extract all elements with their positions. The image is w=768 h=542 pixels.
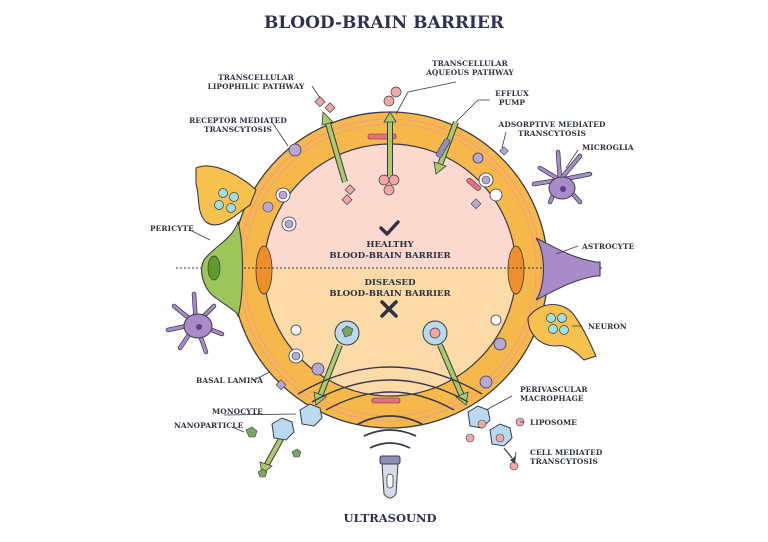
pump-protein xyxy=(435,138,451,158)
label-pericyte: PERICYTE xyxy=(150,224,194,233)
lipophilic-particle-1 xyxy=(314,96,326,108)
aqueous-pathway xyxy=(378,86,402,196)
label-cell-mediated-1: CELL MEDIATED xyxy=(530,448,603,457)
label-efflux-1: EFFLUX xyxy=(495,89,529,98)
ultrasound-waves xyxy=(297,366,483,449)
check-icon xyxy=(379,220,400,236)
aqueous-particle-3 xyxy=(378,174,390,186)
label-monocyte: MONOCYTE xyxy=(212,407,263,416)
monocytes-outside-left xyxy=(245,403,323,478)
aqueous-particle-4 xyxy=(388,174,400,186)
microglia xyxy=(531,149,593,205)
label-receptor-1: RECEPTOR MEDIATED xyxy=(189,116,287,125)
lipophilic-particle-4 xyxy=(341,194,353,206)
label-liposome: LIPOSOME xyxy=(530,418,577,427)
healthy-label-group: HEALTHY BLOOD-BRAIN BARRIER xyxy=(329,220,452,261)
label-neuron: NEURON xyxy=(588,322,627,331)
leader-lines xyxy=(189,81,582,463)
vessel xyxy=(231,111,549,429)
lipophilic-particle-3 xyxy=(344,184,356,196)
healthy-subtitle: BLOOD-BRAIN BARRIER xyxy=(329,251,451,261)
lipophilic-particle-2 xyxy=(324,102,336,114)
endothelial-nucleus-right xyxy=(507,245,525,295)
endothelial-nucleus-left xyxy=(255,245,273,295)
label-lipophilic-1: TRANSCELLULAR xyxy=(218,73,295,82)
label-basal-lamina: BASAL LAMINA xyxy=(196,376,263,385)
label-adsorptive-2: TRANSCYTOSIS xyxy=(518,129,586,138)
pericyte xyxy=(201,220,244,318)
neuron-top-left xyxy=(195,165,257,226)
aqueous-particle-1 xyxy=(390,86,402,98)
monocytes-outside-right xyxy=(465,405,525,471)
monocyte-inner-right xyxy=(422,320,448,346)
ultrasound-probe-icon xyxy=(379,455,401,499)
aqueous-particle-5 xyxy=(383,184,395,196)
cross-icon xyxy=(380,300,398,318)
liposome-particle xyxy=(509,461,519,471)
aqueous-particle-2 xyxy=(383,95,395,107)
label-astrocyte: ASTROCYTE xyxy=(581,242,635,251)
nanoparticle-1 xyxy=(245,426,258,438)
lipophilic-pathway xyxy=(314,96,356,206)
label-receptor-2: TRANSCYTOSIS xyxy=(204,125,272,134)
healthy-title: HEALTHY xyxy=(366,240,414,250)
vesicles-right xyxy=(275,146,509,391)
label-nanoparticle: NANOPARTICLE xyxy=(174,421,244,430)
tight-junction-bottom xyxy=(371,397,401,404)
microglia-left xyxy=(165,291,225,355)
monocyte-inner-left xyxy=(334,320,360,346)
label-aqueous-1: TRANSCELLULAR xyxy=(432,59,509,68)
diseased-subtitle: BLOOD-BRAIN BARRIER xyxy=(329,289,451,299)
label-cell-mediated-2: TRANSCYTOSIS xyxy=(530,457,598,466)
label-perivascular-1: PERIVASCULAR xyxy=(520,385,588,394)
label-adsorptive-1: ADSORPTIVE MEDIATED xyxy=(498,120,606,129)
label-aqueous-2: AQUEOUS PATHWAY xyxy=(425,68,514,77)
label-lipophilic-2: LIPOPHILIC PATHWAY xyxy=(208,82,305,91)
label-microglia: MICROGLIA xyxy=(582,143,634,152)
neuron-bottom-right xyxy=(527,304,597,361)
label-perivascular-2: MACROPHAGE xyxy=(520,394,584,403)
diseased-title: DISEASED xyxy=(364,278,416,288)
diseased-label-group: DISEASED BLOOD-BRAIN BARRIER xyxy=(329,278,452,318)
ultrasound-label: ULTRASOUND xyxy=(343,511,436,525)
page-title: BLOOD-BRAIN BARRIER xyxy=(264,13,505,33)
label-efflux-2: PUMP xyxy=(499,98,525,107)
efflux-pump xyxy=(433,120,459,175)
tight-junction-right xyxy=(466,177,481,191)
vesicles-left xyxy=(262,143,325,376)
astrocyte xyxy=(535,237,601,301)
labels: TRANSCELLULAR LIPOPHILIC PATHWAY TRANSCE… xyxy=(150,59,635,466)
